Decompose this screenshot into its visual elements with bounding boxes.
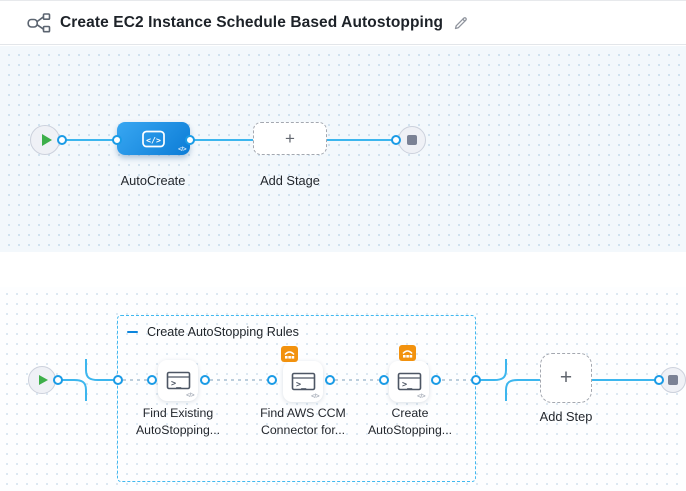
- stage-label: AutoCreate: [120, 173, 186, 188]
- code-corner-icon: </>: [417, 393, 425, 400]
- add-stage-label: Add Stage: [260, 173, 320, 188]
- stage-start-node[interactable]: [30, 125, 60, 155]
- step-label: Create AutoStopping...: [367, 406, 453, 437]
- code-corner-icon: </>: [311, 393, 319, 400]
- plus-icon: +: [285, 128, 295, 148]
- stage-connector-lines: [62, 139, 396, 141]
- play-icon: [39, 375, 48, 385]
- svg-text:>_: >_: [171, 379, 182, 389]
- connector-port: [379, 375, 389, 385]
- connector-port: [53, 375, 63, 385]
- stop-icon: [407, 135, 417, 145]
- stage-canvas[interactable]: </> </> AutoCreate + Add Stage: [0, 46, 686, 252]
- connector-port: [185, 135, 195, 145]
- step-label: Find Existing AutoStopping...: [135, 406, 221, 437]
- aws-badge-icon: [399, 345, 416, 361]
- custom-stage-code-icon: </>: [141, 130, 165, 147]
- code-corner-icon: </>: [186, 392, 194, 399]
- step-node-find-aws-ccm[interactable]: >_ </>: [283, 361, 323, 402]
- step-label: Find AWS CCM Connector for...: [260, 406, 346, 437]
- svg-text:</>: </>: [146, 134, 161, 144]
- connector-port: [267, 375, 277, 385]
- pipeline-header: Create EC2 Instance Schedule Based Autos…: [0, 0, 686, 45]
- step-node-find-existing[interactable]: >_ </>: [158, 360, 198, 401]
- svg-text:>_: >_: [296, 380, 307, 390]
- connector-port: [147, 375, 157, 385]
- shell-script-icon: >_: [166, 371, 190, 389]
- stage-node-autocreate[interactable]: </> </>: [117, 122, 190, 155]
- svg-text:>_: >_: [402, 380, 413, 390]
- shell-script-icon: >_: [291, 372, 315, 390]
- shell-script-icon: >_: [397, 372, 421, 390]
- step-canvas[interactable]: Create AutoStopping Rules >_ </> >_ </>: [0, 287, 686, 491]
- step-group-title: Create AutoStopping Rules: [147, 325, 299, 339]
- connector-port: [391, 135, 401, 145]
- play-icon: [41, 134, 52, 146]
- connector-port: [112, 135, 122, 145]
- link-break-left: [60, 359, 118, 401]
- step-group-header: Create AutoStopping Rules: [127, 325, 299, 339]
- add-step-label: Add Step: [539, 409, 593, 424]
- connector-port: [57, 135, 67, 145]
- add-stage-button[interactable]: +: [253, 122, 327, 155]
- connector-port: [654, 375, 664, 385]
- link-break-right: [479, 359, 540, 401]
- add-step-button[interactable]: +: [540, 353, 592, 403]
- stage-end-node[interactable]: [398, 126, 426, 154]
- edit-pencil-icon[interactable]: [453, 15, 469, 31]
- connector-port: [113, 375, 123, 385]
- step-end-node[interactable]: [660, 367, 686, 393]
- connector-port: [471, 375, 481, 385]
- step-node-create-autostopping[interactable]: >_ </>: [389, 361, 429, 402]
- collapse-minus-icon[interactable]: [127, 330, 138, 334]
- page-title: Create EC2 Instance Schedule Based Autos…: [60, 13, 444, 31]
- step-start-node[interactable]: [28, 366, 56, 394]
- connector-port: [431, 375, 441, 385]
- connector-port: [325, 375, 335, 385]
- stop-icon: [668, 375, 678, 385]
- aws-badge-icon: [281, 346, 298, 362]
- pipeline-graph-icon: [27, 12, 51, 32]
- code-corner-icon: </>: [178, 146, 186, 153]
- connector-port: [200, 375, 210, 385]
- plus-icon: +: [559, 366, 573, 389]
